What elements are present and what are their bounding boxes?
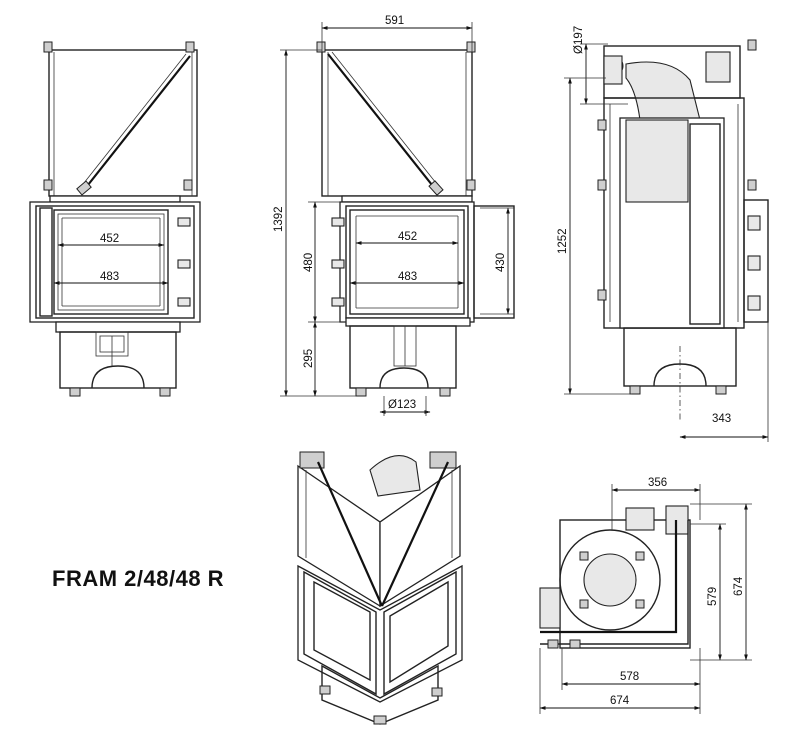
dim-578: 578 [620,671,639,683]
dim-591: 591 [385,15,404,27]
top-view [539,484,752,714]
dim-d123: Ø123 [388,399,416,411]
dim-1392: 1392 [273,206,285,232]
dim-452-left: 452 [100,233,119,245]
dim-d197: Ø197 [573,26,585,54]
model-title: FRAM 2/48/48 R [52,566,224,591]
dim-674-horizontal: 674 [610,695,630,707]
dim-483-left: 483 [100,271,119,283]
side-view [564,39,769,442]
isometric-view [297,451,463,725]
dim-430: 430 [495,253,507,272]
dim-295: 295 [303,349,315,368]
dim-1252: 1252 [557,228,569,254]
dim-452-center: 452 [398,231,417,243]
front-view-left [29,41,201,397]
dim-579: 579 [707,587,719,606]
dim-356: 356 [648,477,667,489]
front-view-center [280,22,515,416]
dim-483-center: 483 [398,271,417,283]
dim-674-vertical: 674 [733,576,745,596]
dim-480: 480 [303,253,315,272]
dim-343: 343 [712,413,731,425]
